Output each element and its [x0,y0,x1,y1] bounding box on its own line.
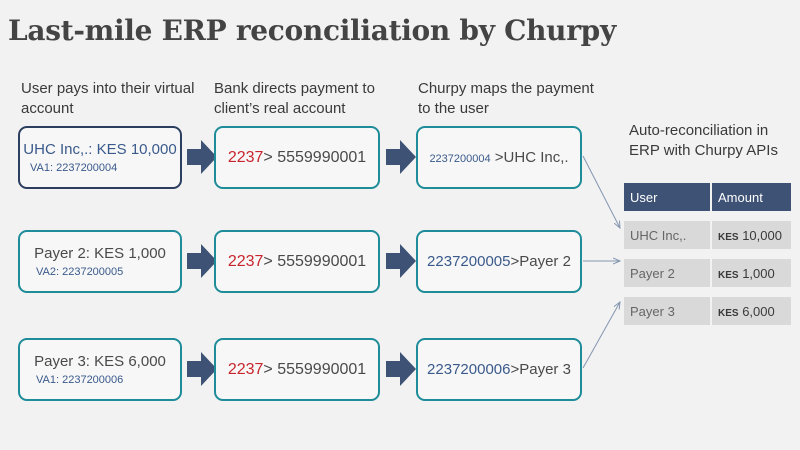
column-heading-bank-directs: Bank directs payment to client’s real ac… [214,80,375,117]
churpy-map-box-2: 2237200005>Payer 2 [416,230,582,293]
mapping-1: 2237200004 >UHC Inc,. [418,149,580,166]
cell-currency: KES [718,231,739,243]
connector-line-3 [582,302,620,369]
virtual-account-box-1: UHC Inc,.: KES 10,000 VA1: 2237200004 [18,126,182,189]
va-tag-2: VA2: [36,266,60,278]
cell-amount: KES 1,000 [710,259,791,287]
header-amount: Amount [710,183,791,211]
header-user: User [624,183,710,211]
va-number-3: 2237200006 [62,374,124,386]
cell-amount-value: 1,000 [742,265,775,281]
bank-routing-2: 2237> 5559990001 [216,253,378,271]
arrow-right-icon [187,352,217,386]
map-id-1: 2237200004 [429,153,491,165]
bank-account-box-2: 2237> 5559990001 [214,230,380,293]
bank-routing-1: 2237> 5559990001 [216,149,378,167]
arrow-right-icon [187,140,217,174]
bank-account-3: > 5559990001 [263,361,367,378]
map-id-2: 2237200005 [427,253,511,270]
cell-amount-value: 6,000 [742,303,775,319]
arrow-right-icon [187,244,217,278]
virtual-account-label-2: VA2: 2237200005 [36,266,123,278]
mapping-3: 2237200006>Payer 3 [418,361,580,378]
bank-account-2: > 5559990001 [263,253,367,270]
churpy-map-box-3: 2237200006>Payer 3 [416,338,582,401]
payer-amount-2: KES 1,000 [94,245,166,262]
cell-currency: KES [718,307,739,319]
table-header-row: User Amount [624,183,791,211]
payment-label-3: Payer 3: KES 6,000 [20,353,180,370]
arrow-right-icon [386,244,416,278]
table-row: Payer 3 KES 6,000 [624,297,791,325]
cell-currency: KES [718,269,739,281]
arrow-right-icon [386,352,416,386]
reconciliation-table: User Amount UHC Inc,. KES 10,000 Payer 2… [624,181,791,327]
map-user-1: >UHC Inc,. [490,149,569,166]
table-row: UHC Inc,. KES 10,000 [624,221,791,249]
arrow-right-icon [386,140,416,174]
va-number-2: 2237200005 [62,266,124,278]
page-title: Last-mile ERP reconciliation by Churpy [8,14,616,47]
cell-user: Payer 2 [624,259,710,287]
map-user-3: >Payer 3 [510,361,571,378]
va-tag-1: VA1: [30,162,54,174]
map-id-3: 2237200006 [427,361,511,378]
virtual-account-label-3: VA1: 2237200006 [36,374,123,386]
bank-account-box-3: 2237> 5559990001 [214,338,380,401]
cell-user: Payer 3 [624,297,710,325]
payer-name-1: UHC Inc,.: [23,141,93,158]
column-heading-user-pays: User pays into their virtual account [21,80,195,117]
cell-amount: KES 6,000 [710,297,791,325]
column-heading-churpy-maps: Churpy maps the payment to the user [418,80,594,117]
churpy-map-box-1: 2237200004 >UHC Inc,. [416,126,582,189]
va-tag-3: VA1: [36,374,60,386]
bank-prefix-2: 2237 [227,253,264,270]
payment-label-2: Payer 2: KES 1,000 [20,245,180,262]
payment-label-1: UHC Inc,.: KES 10,000 [20,141,180,158]
va-number-1: 2237200004 [56,162,118,174]
cell-amount: KES 10,000 [710,221,791,249]
virtual-account-box-3: Payer 3: KES 6,000 VA1: 2237200006 [18,338,182,401]
payer-name-2: Payer 2: [34,245,90,262]
payer-name-3: Payer 3: [34,353,90,370]
bank-account-1: > 5559990001 [263,149,367,166]
bank-account-box-1: 2237> 5559990001 [214,126,380,189]
table-row: Payer 2 KES 1,000 [624,259,791,287]
payer-amount-1: KES 10,000 [96,141,177,158]
virtual-account-box-2: Payer 2: KES 1,000 VA2: 2237200005 [18,230,182,293]
cell-user: UHC Inc,. [624,221,710,249]
bank-prefix-1: 2237 [227,149,264,166]
payer-amount-3: KES 6,000 [94,353,166,370]
reconciliation-heading: Auto-reconciliation in ERP with Churpy A… [629,122,778,159]
mapping-2: 2237200005>Payer 2 [418,253,580,270]
bank-prefix-3: 2237 [227,361,264,378]
bank-routing-3: 2237> 5559990001 [216,361,378,379]
map-user-2: >Payer 2 [510,253,571,270]
connector-line-1 [582,155,620,228]
virtual-account-label-1: VA1: 2237200004 [30,162,117,174]
cell-amount-value: 10,000 [742,227,782,243]
